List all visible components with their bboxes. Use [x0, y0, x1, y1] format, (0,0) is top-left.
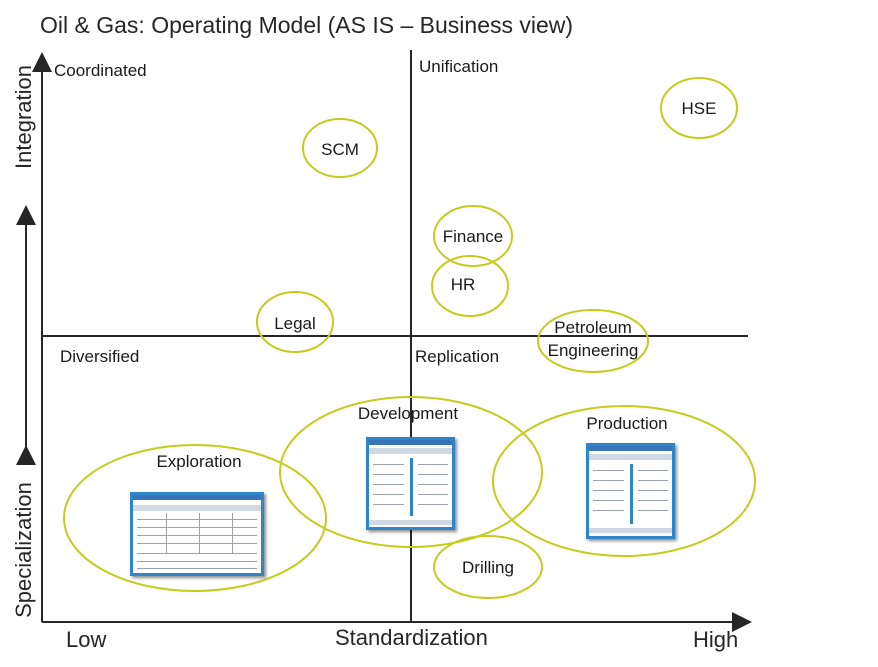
- y-axis-label-specialization: Specialization: [11, 482, 36, 618]
- bubble-label-production: Production: [586, 414, 668, 433]
- x-axis-label-low: Low: [66, 627, 107, 652]
- finance-ellipse: [433, 205, 513, 267]
- development-ellipse: [279, 396, 543, 548]
- bubble-label-hr: HR: [450, 275, 476, 294]
- bubble-label-hse: HSE: [681, 99, 717, 118]
- production-ellipse: [492, 405, 756, 557]
- exploration-document-thumbnail: [130, 492, 264, 576]
- bubble-label-scm: SCM: [321, 140, 359, 159]
- bubble-label-legal: Legal: [274, 314, 316, 333]
- bubble-label-drilling: Drilling: [462, 558, 514, 577]
- bubble-label-exploration: Exploration: [156, 452, 242, 471]
- quadrant-label-diversified: Diversified: [60, 347, 140, 366]
- quadrant-label-coordinated: Coordinated: [54, 61, 147, 80]
- drilling-ellipse: [433, 535, 543, 599]
- petroleum-engineering-ellipse: [537, 309, 649, 373]
- bubble-label-development: Development: [357, 404, 459, 423]
- hse-ellipse: [660, 77, 738, 139]
- development-document-thumbnail: [366, 437, 455, 530]
- quadrant-label-replication: Replication: [415, 347, 500, 366]
- x-axis-label-high: High: [693, 627, 739, 652]
- exploration-ellipse: [63, 444, 327, 592]
- hr-ellipse: [431, 255, 509, 317]
- bubble-label-finance: Finance: [442, 227, 504, 246]
- x-axis-label-standardization: Standardization: [335, 625, 488, 650]
- diagram-title: Oil & Gas: Operating Model (AS IS – Busi…: [40, 12, 574, 38]
- bubble-label-engineering: Engineering: [547, 341, 639, 360]
- y-axis-label-integration: Integration: [11, 65, 36, 169]
- bubble-label-petroleum: Petroleum: [554, 318, 632, 337]
- legal-ellipse: [256, 291, 334, 353]
- scm-ellipse: [302, 118, 378, 178]
- production-document-thumbnail: [586, 443, 675, 539]
- quadrant-label-unification: Unification: [419, 57, 499, 76]
